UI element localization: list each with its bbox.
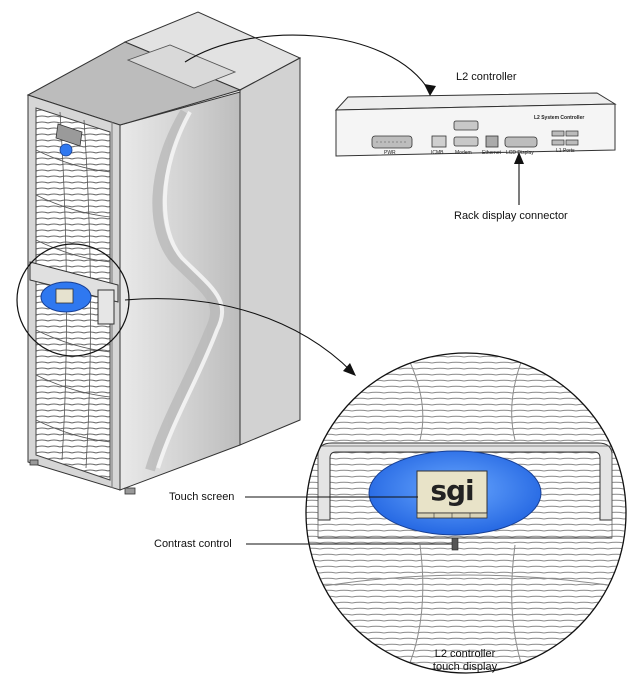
controller-panel-title: L2 System Controller xyxy=(534,115,585,121)
magnified-display xyxy=(306,353,626,673)
l2-controller-label: L2 controller xyxy=(456,71,517,83)
l2-controller-box xyxy=(334,92,617,157)
touch-display-label-line1: L2 controller xyxy=(434,648,496,660)
port-label-modem: Modem xyxy=(455,150,472,156)
touch-display-label-line2: touch display xyxy=(432,661,498,673)
sgi-logo: sgi xyxy=(430,474,474,507)
rack-cabinet xyxy=(26,11,302,495)
port-label-l1-ports: L1 Ports xyxy=(556,148,575,154)
magnified-circle-outline xyxy=(305,352,627,674)
leader-lines xyxy=(124,34,524,545)
port-label-pwr: PWR xyxy=(384,150,396,156)
rack-display-connector-label: Rack display connector xyxy=(454,210,568,222)
contrast-control-label: Contrast control xyxy=(154,538,232,550)
port-label-ethernet: Ethernet xyxy=(482,150,501,156)
touch-screen-label: Touch screen xyxy=(169,491,235,503)
port-label-lcd-display: LCD Display xyxy=(506,150,534,156)
port-label-icmb: ICMB xyxy=(431,150,444,156)
touch-display-label: L2 controller touch display xyxy=(405,648,525,674)
